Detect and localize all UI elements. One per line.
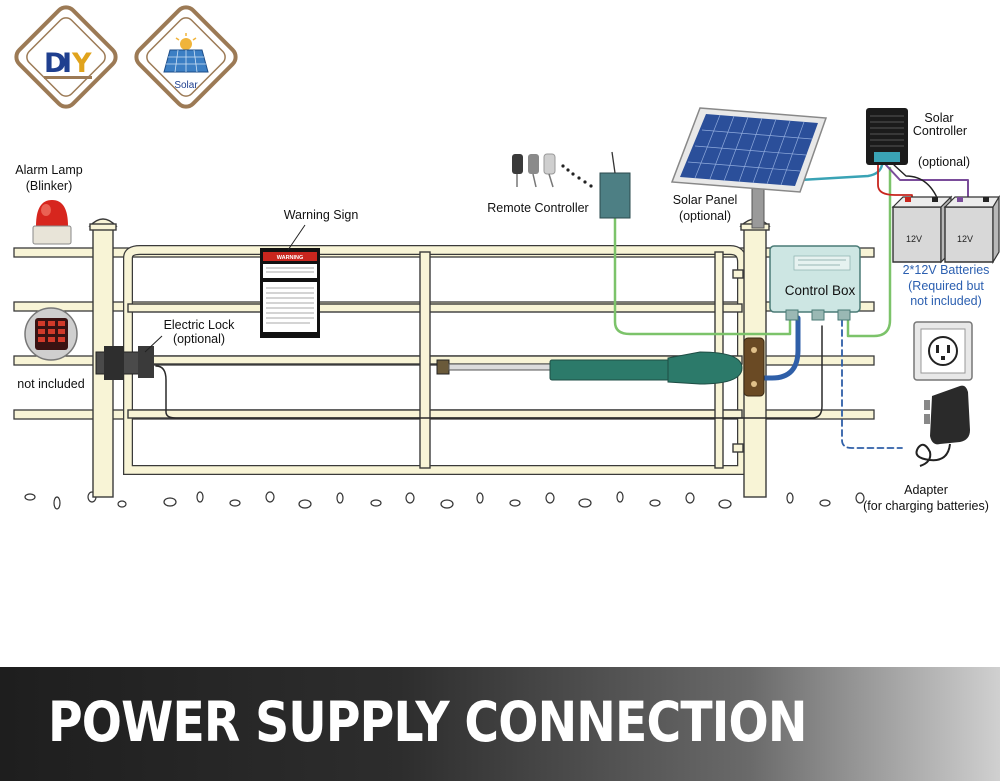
svg-text:WARNING: WARNING: [277, 255, 304, 261]
batteries-label: 2*12V Batteries: [903, 263, 990, 277]
ground-pebbles: [24, 491, 865, 510]
remote-controller-label: Remote Controller: [487, 201, 588, 215]
keypad-note: not included: [17, 377, 84, 391]
control-box: [769, 245, 861, 321]
banner-title: POWER SUPPLY CONNECTION: [48, 690, 807, 754]
sun-icon: [180, 38, 192, 50]
battery-1: 12V: [891, 195, 953, 264]
batteries: 12V 12V: [891, 194, 1000, 265]
lock-wire: [155, 325, 823, 419]
wiring: [155, 156, 969, 449]
warning-sign-leader: [287, 224, 306, 251]
alarm-lamp-label: Alarm Lamp: [15, 163, 82, 177]
solar-panel-sublabel: (optional): [679, 209, 731, 223]
adapter-wire: [841, 319, 903, 449]
solar-panel-label: Solar Panel: [673, 193, 738, 207]
diy-letter-i: I: [62, 48, 72, 79]
battery-2: 12V: [943, 194, 1000, 265]
solar-panel-icon: [163, 49, 209, 73]
electric-lock-label: Electric Lock: [164, 318, 236, 332]
alarm-lamp-sublabel: (Blinker): [26, 179, 73, 193]
diy-letter-d: D: [44, 48, 66, 79]
warning-sign-label: Warning Sign: [284, 208, 359, 222]
batteries-sublabel-1: (Required but: [908, 279, 984, 293]
electric-lock: [95, 346, 154, 380]
solar-controller-label: Solar: [924, 111, 953, 125]
adapter-sublabel: (for charging batteries): [863, 499, 989, 513]
solar-panel: [670, 107, 828, 229]
batteries-sublabel-2: not included): [910, 294, 982, 308]
solar-controller-sublabel: (optional): [918, 155, 970, 169]
controller-wire: [846, 166, 892, 338]
control-box-label: Control Box: [785, 283, 856, 298]
title-banner: [0, 667, 1000, 781]
electric-lock-leader: [144, 335, 163, 353]
solar-badge: Solar: [134, 5, 238, 109]
solar-controller: [866, 108, 908, 165]
battery-wire-red: [877, 164, 913, 208]
alarm-lamp: [32, 200, 72, 245]
power-adapter: [915, 385, 970, 467]
warning-sign: WARNING: [260, 248, 320, 338]
diy-badge: D I Y: [14, 5, 118, 109]
gate-opener-actuator: [436, 337, 765, 397]
power-outlet: [913, 321, 973, 381]
keypad: [24, 307, 78, 361]
motor-cable: [749, 315, 801, 381]
solar-controller-label-2: Controller: [913, 124, 967, 138]
adapter-label: Adapter: [904, 483, 948, 497]
svg-text:12V: 12V: [957, 234, 973, 244]
svg-text:12V: 12V: [906, 234, 922, 244]
key-fob-icons: [512, 153, 593, 188]
electric-lock-sublabel: (optional): [173, 332, 225, 346]
diy-letter-y: Y: [71, 48, 92, 79]
remote-controller: [512, 151, 631, 219]
solar-badge-label: Solar: [174, 80, 198, 91]
battery-wire-purple: [885, 164, 969, 199]
diy-badge-underline: [44, 76, 92, 79]
remote-wire: [613, 213, 792, 336]
